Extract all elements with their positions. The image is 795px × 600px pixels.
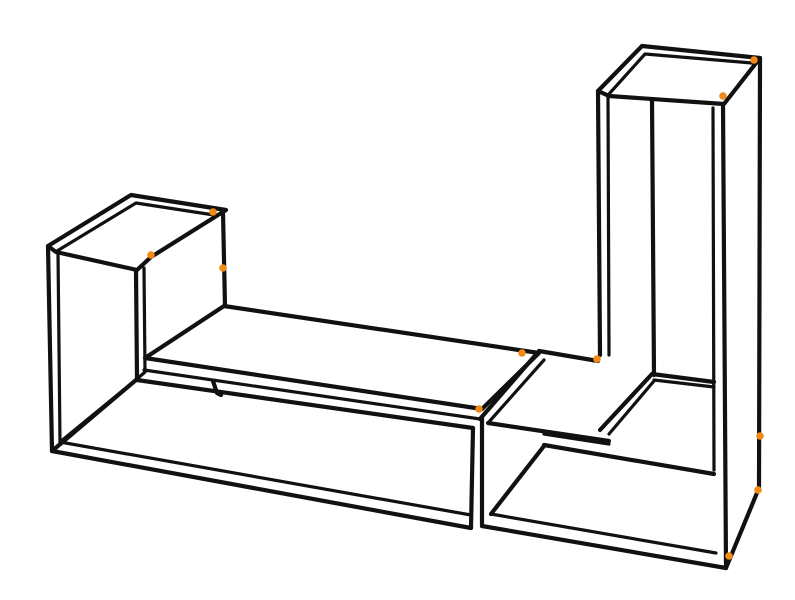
connection-marker xyxy=(209,208,217,216)
connection-marker xyxy=(593,355,601,363)
connector-block xyxy=(477,348,729,571)
tall-cabinet-front-right-outer xyxy=(720,101,729,571)
connector-front-diagonal-inner xyxy=(486,358,546,425)
tall-cabinet-top-face xyxy=(595,43,763,107)
connection-marker xyxy=(219,264,227,272)
connection-marker xyxy=(719,92,727,100)
connector-front-diagonal xyxy=(477,348,542,422)
connector-lower-shelf-edge xyxy=(485,420,612,444)
left-cabinet-right-post-inner xyxy=(142,266,147,374)
right-section-base-diagonal xyxy=(488,443,547,517)
connector-lower-shelf-inner xyxy=(542,432,611,446)
bench-support-left xyxy=(468,425,476,531)
tall-cabinet-front-right-inner xyxy=(711,106,716,472)
bench-base-front xyxy=(49,448,474,531)
tall-cabinet-front-left-inner xyxy=(606,94,611,357)
right-section-base-back xyxy=(541,442,717,477)
tall-cabinet-back-post xyxy=(756,55,763,491)
left-cabinet-front-outer xyxy=(45,243,55,454)
tall-cabinet-inner-divider xyxy=(649,97,657,378)
connection-marker xyxy=(475,405,483,413)
tall-cabinet-lower-shelf xyxy=(649,371,717,385)
left-cabinet-top-face xyxy=(45,192,229,273)
left-cabinet xyxy=(45,192,229,454)
bench-front-lower-edge xyxy=(134,377,476,431)
left-cabinet-bottom-diagonal-inner xyxy=(58,371,146,444)
connection-marker xyxy=(518,349,526,357)
right-section-base-front xyxy=(479,523,729,571)
bench-underside-bracket xyxy=(210,378,224,398)
tall-cabinet-mid-diagonal-inner xyxy=(607,379,656,436)
tall-cabinet-front-left-outer xyxy=(595,88,603,358)
left-cabinet-top-inner-edge xyxy=(55,201,216,253)
connection-markers xyxy=(147,56,764,560)
connection-marker xyxy=(725,552,733,560)
tall-cabinet-mid-diagonal xyxy=(597,371,655,433)
bench-front-upper-edge xyxy=(142,368,482,421)
left-cabinet-right-post xyxy=(133,267,140,382)
left-cabinet-back-post xyxy=(220,209,228,309)
bench-top-face xyxy=(142,303,542,412)
connection-marker xyxy=(756,432,764,440)
tall-cabinet-top-inner-edge xyxy=(607,52,754,96)
right-tall-cabinet xyxy=(595,43,763,571)
left-cabinet-front-inner xyxy=(56,251,62,444)
connection-marker xyxy=(750,56,758,64)
tall-cabinet-lower-shelf-inner xyxy=(652,378,716,389)
connection-marker xyxy=(754,486,762,494)
connector-top-edge xyxy=(536,348,601,364)
bench-base-front-inner xyxy=(58,440,473,517)
middle-bench xyxy=(49,303,542,531)
connection-marker xyxy=(147,251,155,259)
right-section-base-front-inner xyxy=(489,512,718,555)
